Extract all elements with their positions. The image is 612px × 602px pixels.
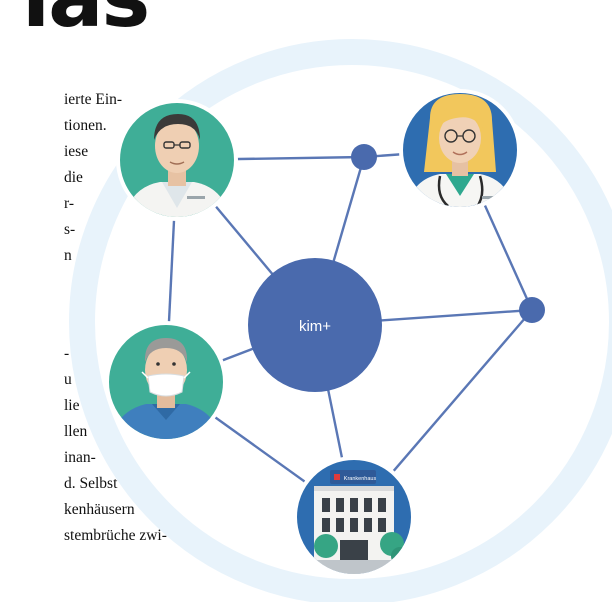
kim-hub-label: kim+: [299, 318, 331, 335]
article-line: iese: [64, 143, 89, 160]
article-line: r-: [64, 195, 75, 212]
article-line: kenhäusern: [64, 501, 135, 518]
kim-hub-node: [248, 258, 382, 392]
surgeon-masked-avatar: [105, 321, 227, 443]
article-line: die: [64, 169, 83, 186]
article-line: -: [64, 345, 70, 362]
network-node-top: [351, 144, 377, 170]
network-node-right: [519, 297, 545, 323]
article-line: u: [64, 371, 72, 388]
article-line: tionen.: [64, 117, 107, 134]
hospital-building-avatar: Krankenhaus: [293, 456, 415, 578]
doctor-male-avatar: [116, 99, 238, 221]
hospital-sign: Krankenhaus: [344, 476, 377, 482]
background-halo-ring: [69, 39, 612, 602]
article-line: inan-: [64, 449, 96, 466]
article-line: s-: [64, 221, 76, 238]
article-line: n: [64, 247, 72, 264]
doctor-female-avatar: [399, 89, 521, 211]
article-line: ierte Ein-: [64, 91, 123, 108]
headline-fragment: ıas: [22, 0, 150, 40]
article-line: lie: [64, 397, 80, 414]
article-line: d. Selbst: [64, 475, 118, 492]
article-line: llen: [64, 423, 88, 440]
article-line: stembrüche zwi-: [64, 527, 167, 544]
